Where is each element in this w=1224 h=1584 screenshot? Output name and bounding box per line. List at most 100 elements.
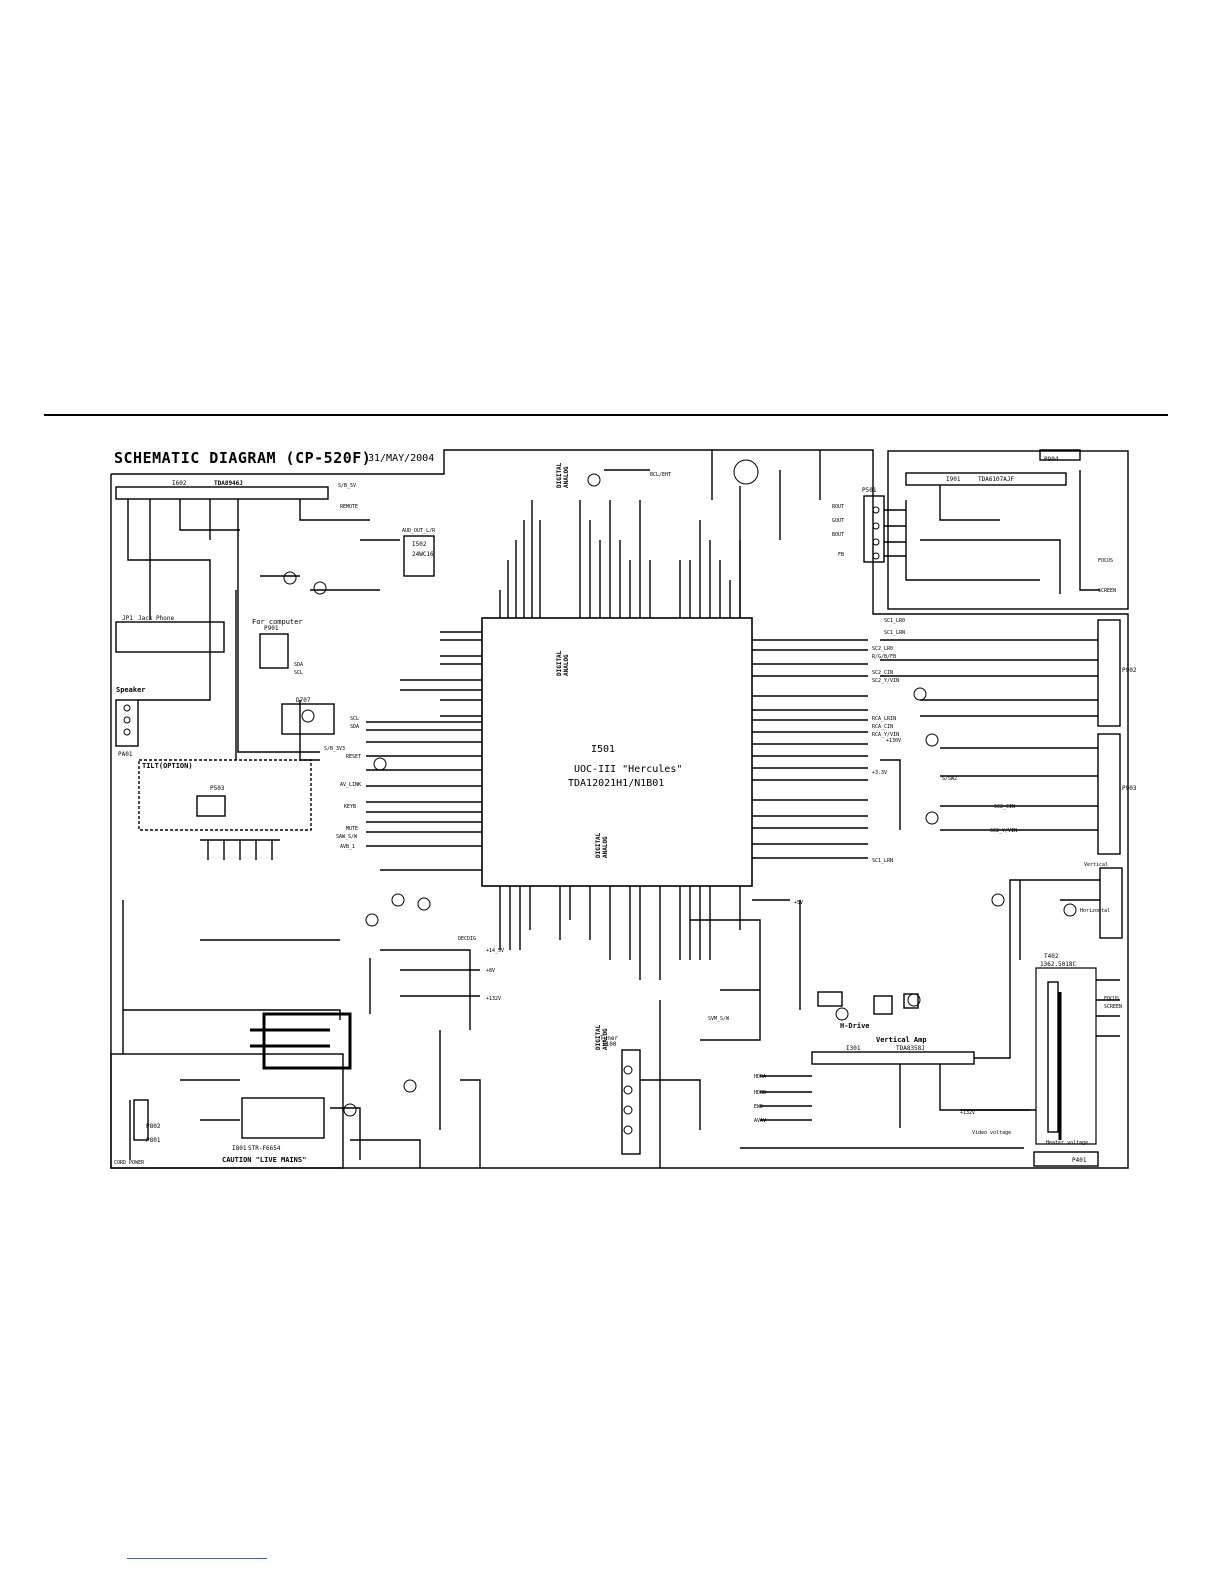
p902-label: P902: [1122, 667, 1137, 674]
v33-label: +3.3V: [872, 770, 887, 776]
i602-part: TDA8946J: [214, 480, 243, 487]
v132-label: +132V: [960, 1110, 975, 1116]
i801-part: STR-F6654: [248, 1145, 281, 1152]
sig-hdrb: HDRB: [754, 1090, 766, 1096]
sig-rout: ROUT: [832, 504, 844, 510]
sig-aud-out: AUD_OUT_L/R: [402, 528, 436, 534]
jp1-label: JP1: [122, 615, 133, 622]
i502-ref: I502: [412, 541, 427, 548]
t402-part: 1362.5018C: [1040, 961, 1077, 968]
header-rule: [44, 414, 1168, 416]
i901-ref: I901: [946, 476, 961, 483]
i501-line1: UOC-III "Hercules": [574, 764, 682, 775]
h-drive-label: H-Drive: [840, 1022, 870, 1030]
sig-sb5v: S/B_5V: [338, 483, 356, 489]
analog-label-btm2: ANALOG: [602, 1028, 609, 1050]
p401-connector: [1033, 1151, 1099, 1167]
sig-reset: RESET: [346, 754, 361, 760]
tuner-box: [621, 1049, 641, 1155]
sig-sda: SDA: [350, 724, 359, 730]
p501-label: P501: [862, 487, 877, 494]
sig-scl-2: SCL: [294, 670, 303, 676]
i502-box: [403, 535, 435, 577]
sig-sda-2: SDA: [294, 662, 303, 668]
p501-connector: [863, 495, 885, 563]
tuner-part: I100: [602, 1041, 617, 1048]
t402-ref: T402: [1044, 953, 1059, 960]
i301-part: TDA8358J: [896, 1045, 925, 1052]
sig-sb3v3: S/B_3V3: [324, 746, 345, 752]
crt-board-frame: [887, 450, 1129, 610]
sig-bout: BOUT: [832, 532, 844, 538]
digital-label-btm2: DIGITAL: [595, 1024, 602, 1050]
sig-rca-cin: RCA_CIN: [872, 724, 893, 730]
t402-box: [1035, 967, 1097, 1145]
p503-connector: [196, 795, 226, 817]
digital-label-bot: DIGITAL: [595, 832, 602, 858]
p503-label: P503: [210, 785, 225, 792]
analog-label-mid: ANALOG: [563, 654, 570, 676]
sig-avb1: AVB_1: [340, 844, 355, 850]
jp1-box: [115, 621, 225, 653]
pa01-label: PA01: [118, 751, 133, 758]
sig-avlink: AV_LINK: [340, 782, 361, 788]
focus-label: FOCUS: [1098, 558, 1113, 564]
sig-saw: SAW_S/W: [336, 834, 358, 840]
pa01-connector: [115, 699, 139, 747]
tuner-label: Tuner: [600, 1035, 618, 1042]
i602-box: [115, 486, 329, 500]
jp1-desc: Jack Phone: [138, 615, 175, 622]
p901-label: P901: [264, 625, 279, 632]
digital-label-mid: DIGITAL: [556, 650, 563, 676]
sig-sc2-yvin: SC2_Y/VIN: [872, 678, 899, 684]
i501-line2: TDA12021H1/N1B01: [568, 778, 664, 789]
i801-ref: I801: [232, 1145, 247, 1152]
focus-label-2: FOCUS: [1104, 996, 1119, 1002]
footer-link-line: [127, 1558, 267, 1559]
p901-connector: [259, 633, 289, 669]
sig-rca-lrin: RCA_LRIN: [872, 716, 896, 722]
sig-sc1-lrn-2: SC1_LRN: [872, 858, 893, 864]
sig-rca-yvin: RCA_Y/VIN: [872, 732, 899, 738]
diagram-title: SCHEMATIC DIAGRAM (CP-520F): [114, 449, 372, 467]
d707-label: D707: [296, 697, 311, 704]
d707-box: [281, 703, 335, 735]
i901-box: [905, 472, 1067, 486]
frame-outline: [110, 449, 1129, 1169]
screen-label-2: SCREEN: [1104, 1004, 1122, 1010]
p801-label: P801: [146, 1137, 161, 1144]
i301-ref: I301: [846, 1045, 861, 1052]
p904-label: P904: [1044, 456, 1059, 463]
sig-rgb-fb: R/G/B/FB: [872, 654, 896, 660]
sig-ssw2: S/SW2: [942, 776, 957, 782]
p401-label: P401: [1072, 1157, 1087, 1164]
sig-avav: AVAV: [754, 1118, 766, 1124]
sig-svm: SVM_S/W: [708, 1016, 730, 1022]
horizontal-label: Horizontal: [1080, 908, 1110, 914]
power-board-frame: [110, 1053, 344, 1169]
video-voltage-label: Video voltage: [972, 1130, 1011, 1136]
tilt-frame: [138, 759, 312, 831]
cord-power-label: CORD POWER: [114, 1160, 145, 1166]
i501-box: [481, 617, 753, 887]
sig-fb: FB: [838, 552, 844, 558]
sig-sc1-lr0: SC1_LR0: [884, 618, 905, 624]
p904-connector: [1099, 867, 1123, 939]
screen-label: SCREEN: [1098, 588, 1116, 594]
vertical-label: Vertical: [1084, 862, 1108, 868]
sig-remote: REMOTE: [340, 504, 358, 510]
for-computer-label: For computer: [252, 618, 303, 626]
caution-label: CAUTION "LIVE MAINS": [222, 1156, 306, 1164]
vertical-amp-label: Vertical Amp: [876, 1036, 927, 1044]
sig-mute: MUTE: [346, 826, 358, 832]
sig-sc2-yvin-2: SC2_Y/VIN: [990, 828, 1017, 834]
sig-hdra: HDRA: [754, 1074, 766, 1080]
sig-sc2-lr0: SC2_LR0: [872, 646, 893, 652]
tilt-label: TILT(OPTION): [142, 762, 193, 770]
i502-part: 24WC16: [412, 551, 434, 558]
v8-label: +8V: [486, 968, 495, 974]
analog-label-bot: ANALOG: [602, 836, 609, 858]
sig-sc2-cin: SC2_CIN: [872, 670, 893, 676]
